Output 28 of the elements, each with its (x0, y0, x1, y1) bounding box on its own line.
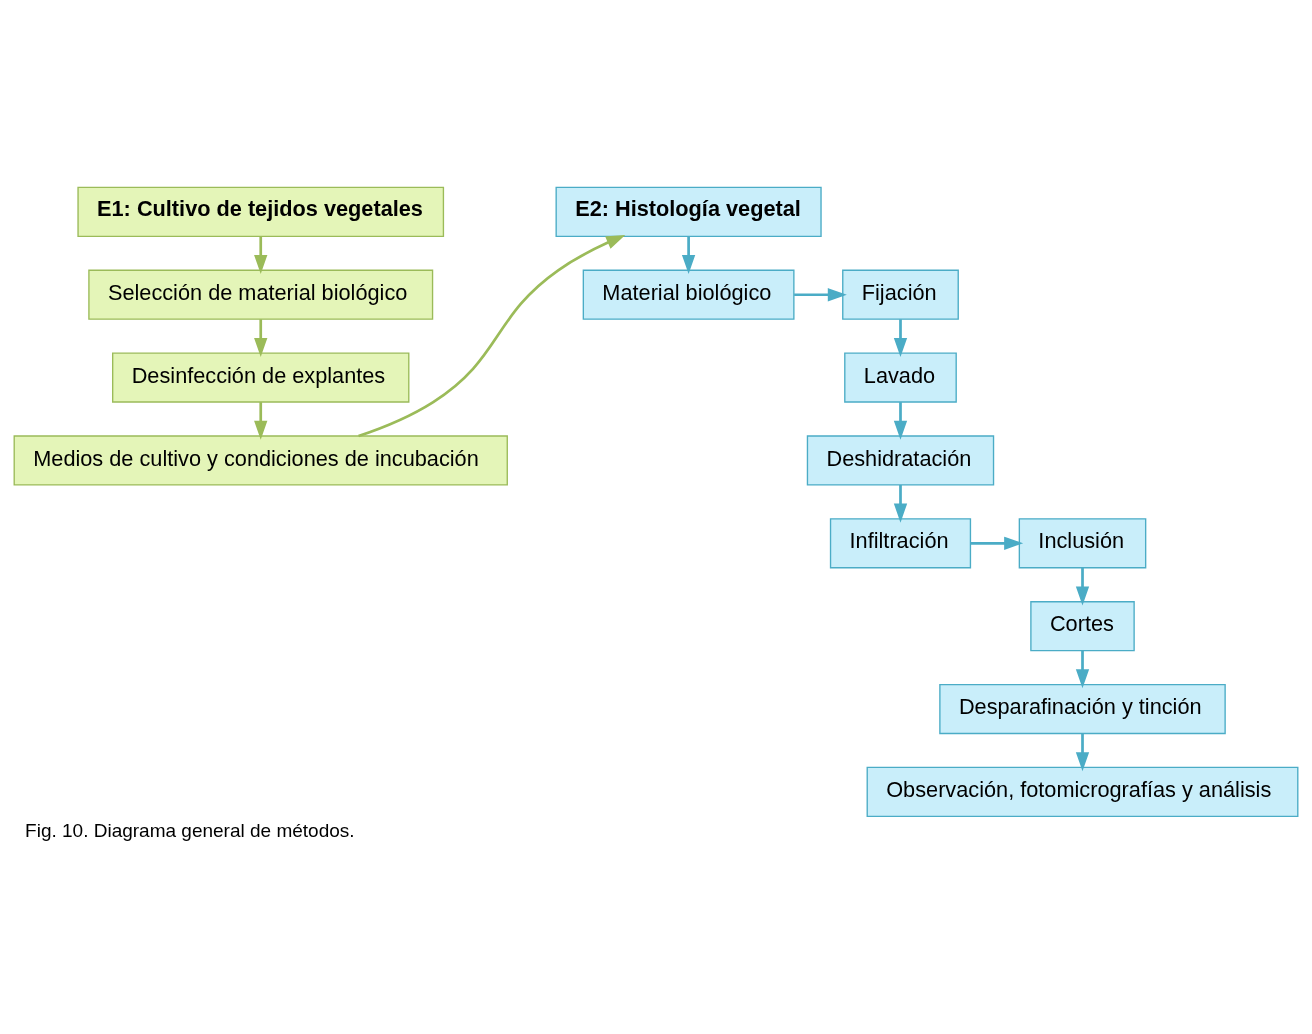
node-box: Inclusión (1018, 517, 1147, 568)
node-box: E1: Cultivo de tejidos vegetales (77, 186, 445, 237)
node-box: Observación, fotomicrografías y análisis (866, 766, 1299, 817)
arrow (254, 235, 268, 274)
node-box: Desparafinación y tinción (939, 683, 1226, 734)
node-box: Cortes (1030, 600, 1135, 651)
node-box: E2: Histología vegetal (555, 186, 822, 237)
node-box: Material biológico (582, 269, 795, 320)
arrow (1075, 567, 1090, 605)
arrow (254, 401, 268, 440)
arrow (970, 536, 1024, 550)
node-box: Desinfección de explantes (112, 351, 410, 403)
caption: Fig. 10. Diagrama general de métodos. (25, 819, 355, 841)
arrow (893, 318, 908, 357)
arrow (1075, 733, 1090, 771)
arrow (681, 235, 696, 274)
arrow (254, 318, 268, 357)
node-box: Infiltración (829, 517, 972, 568)
node-box: Medios de cultivo y condiciones de incubación (13, 434, 508, 486)
node-box: Fijación (842, 269, 959, 320)
arrow (893, 401, 908, 440)
node-box: Selección de material biológico (88, 269, 434, 320)
node-box: Lavado (844, 351, 957, 403)
arrow (893, 484, 908, 523)
arrow (358, 234, 626, 437)
arrow (1075, 650, 1090, 688)
arrow (794, 287, 847, 301)
node-box: Deshidratación (806, 434, 995, 486)
